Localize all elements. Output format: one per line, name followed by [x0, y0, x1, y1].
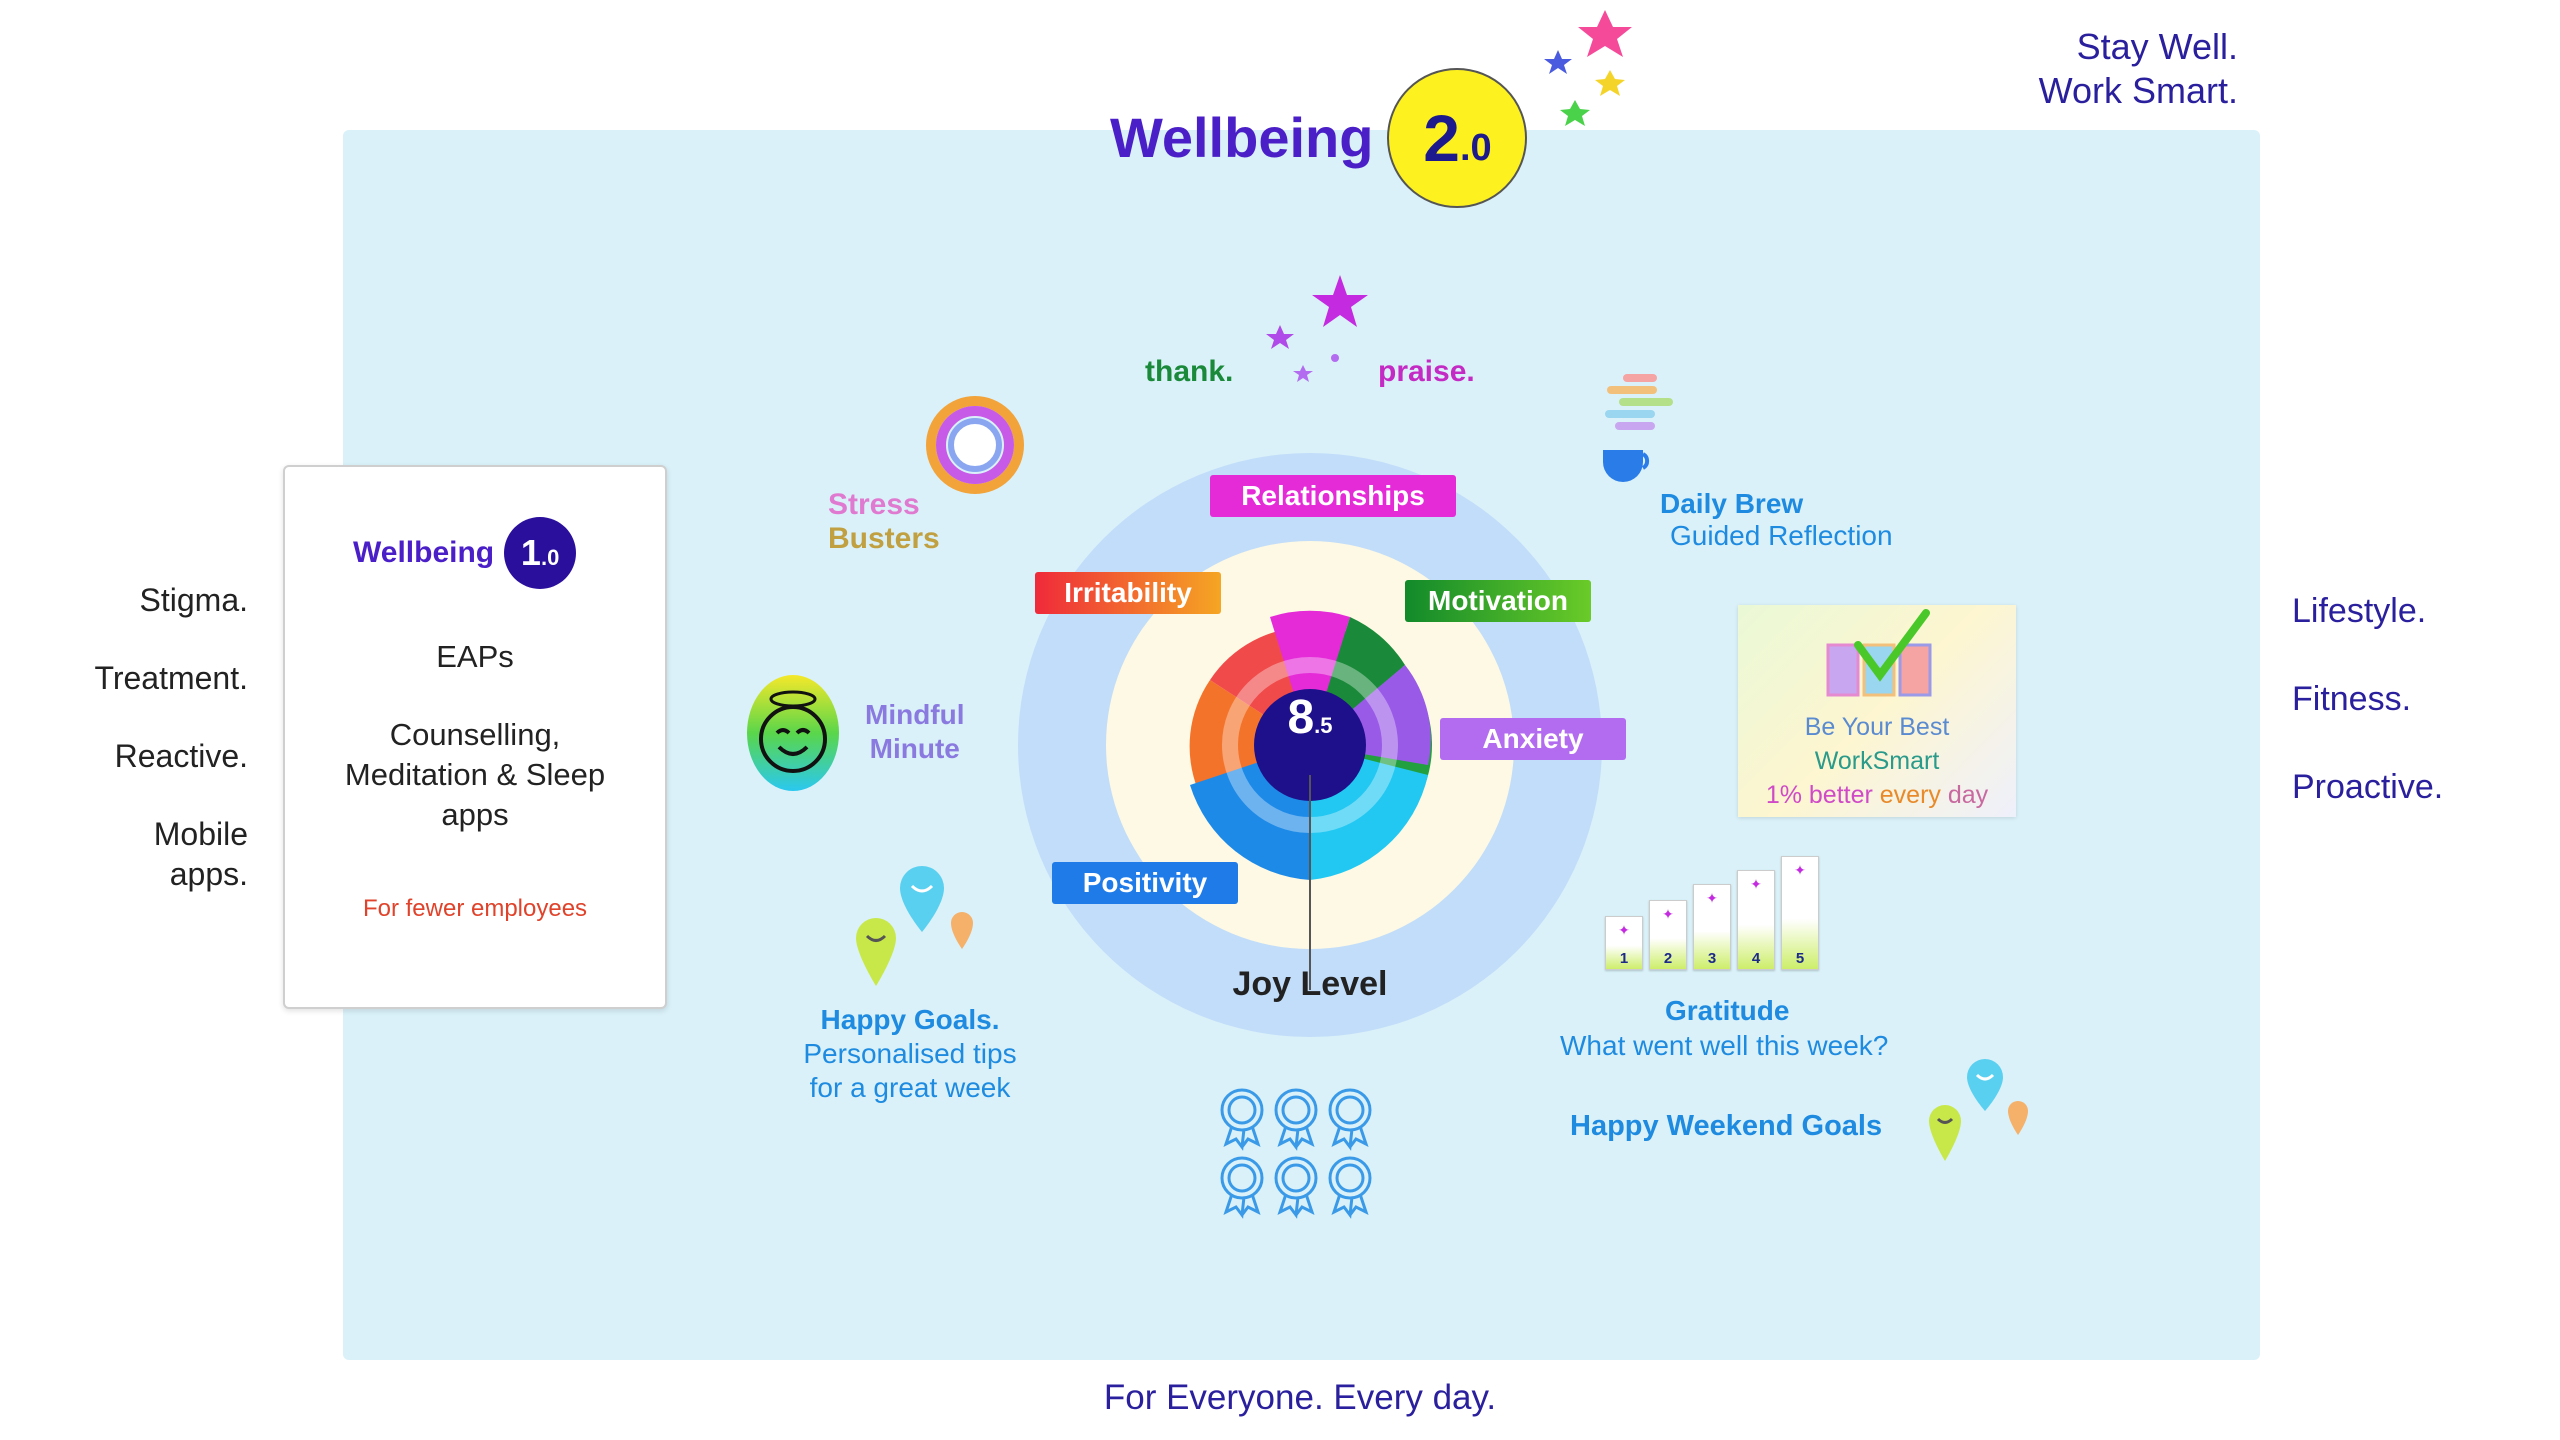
- version-badge: 2 .0: [1387, 67, 1528, 208]
- tagline: Stay Well. Work Smart.: [2039, 25, 2238, 113]
- check-blocks-icon: [1826, 609, 1932, 697]
- left-label-apps: apps.: [169, 856, 248, 892]
- card-version-major: 1: [520, 532, 541, 573]
- best-line-3b: every: [1879, 781, 1941, 809]
- best-line-2: WorkSmart: [1814, 747, 1940, 775]
- version-minor: .0: [1459, 127, 1492, 169]
- gratitude-subtitle: What went well this week?: [1560, 1030, 1889, 1061]
- best-line-1: Be Your Best: [1804, 713, 1950, 741]
- daily-brew-subtitle: Guided Reflection: [1670, 520, 1893, 551]
- weekend-pins-icon: [1929, 1059, 2028, 1161]
- card-line-apps: apps: [441, 797, 509, 832]
- sparkle-icon: ✦: [1618, 923, 1630, 939]
- page-title: Wellbeing: [1110, 106, 1374, 169]
- be-your-best-card[interactable]: Be Your Best WorkSmart 1% better every d…: [1738, 605, 2016, 817]
- card-title: Wellbeing: [353, 536, 495, 569]
- stress-line-2: Busters: [828, 522, 940, 555]
- best-line-3: 1% better every day: [1738, 778, 2016, 812]
- happy-goals-title: Happy Goals.: [820, 1004, 1000, 1035]
- star-sparkle-icon: [1266, 275, 1368, 382]
- card-note: For fewer employees: [362, 895, 588, 922]
- coffee-cup-icon: [1603, 374, 1673, 482]
- page-title-row: Wellbeing 2 .0: [1110, 65, 1528, 210]
- award-ribbons-icon: [1220, 1088, 1372, 1219]
- smiling-angel-icon: [747, 675, 839, 791]
- left-label-treatment: Treatment.: [94, 660, 248, 696]
- right-label-proactive: Proactive.: [2292, 768, 2444, 806]
- gratitude-bars: ✦1✦2✦3✦4✦5: [1605, 856, 1825, 970]
- joy-score-major: 8: [1287, 691, 1315, 744]
- daily-brew-title: Daily Brew: [1660, 488, 1804, 519]
- praise-label: praise.: [1378, 355, 1475, 388]
- left-label-mobile: Mobile: [153, 816, 248, 852]
- card-version-minor: .0: [540, 545, 560, 570]
- joy-score: 8.5: [1250, 690, 1370, 745]
- card-line-counselling: Counselling,: [389, 717, 561, 752]
- thank-label: thank.: [1145, 355, 1234, 388]
- tag-motivation[interactable]: Motivation: [1405, 580, 1591, 622]
- best-line-3c: day: [1947, 781, 1989, 809]
- sparkle-icon: ✦: [1662, 907, 1674, 923]
- version-major: 2: [1423, 100, 1460, 175]
- tag-irritability[interactable]: Irritability: [1035, 572, 1221, 614]
- gratitude-bar-2: ✦2: [1649, 900, 1687, 970]
- gratitude-bar-number: 5: [1795, 950, 1805, 967]
- happy-weekend-goals-label: Happy Weekend Goals: [1570, 1110, 1883, 1142]
- gratitude-bar-4: ✦4: [1737, 870, 1775, 970]
- left-label-stigma: Stigma.: [139, 582, 248, 618]
- gratitude-title: Gratitude: [1665, 995, 1790, 1026]
- gratitude-bar-number: 1: [1619, 950, 1629, 967]
- sparkle-icon: ✦: [1750, 877, 1762, 893]
- best-line-3a: 1% better: [1765, 781, 1873, 809]
- right-label-lifestyle: Lifestyle.: [2292, 592, 2427, 630]
- gratitude-bar-3: ✦3: [1693, 884, 1731, 970]
- happy-goals-label: Happy Goals. Personalised tips for a gre…: [790, 1003, 1030, 1105]
- gratitude-bar-number: 3: [1707, 950, 1717, 967]
- footer-tagline: For Everyone. Every day.: [1103, 1378, 1497, 1417]
- tagline-line-1: Stay Well.: [2076, 26, 2238, 67]
- wellbeing-1-card: Wellbeing 1 .0 EAPs Counselling, Meditat…: [283, 465, 667, 1009]
- right-label-fitness: Fitness.: [2292, 680, 2412, 718]
- goal-pins-icon: [856, 866, 973, 986]
- mindful-line-2: Minute: [869, 733, 960, 764]
- wheel-rainbow: [1189, 610, 1433, 880]
- card-version-badge: 1 .0: [504, 517, 577, 589]
- be-your-best-text: Be Your Best WorkSmart 1% better every d…: [1738, 710, 2016, 812]
- tagline-line-2: Work Smart.: [2038, 70, 2238, 111]
- card-title-row: Wellbeing 1 .0: [353, 517, 577, 589]
- card-line-eaps: EAPs: [436, 639, 514, 674]
- stress-busters-label: Stress Busters: [828, 488, 940, 556]
- tag-relationships[interactable]: Relationships: [1210, 475, 1456, 517]
- gratitude-bar-number: 4: [1751, 950, 1761, 967]
- gratitude-bar-1: ✦1: [1605, 916, 1643, 970]
- stress-line-1: Stress: [828, 488, 920, 521]
- left-label-reactive: Reactive.: [114, 738, 248, 774]
- happy-goals-line-2: for a great week: [809, 1072, 1011, 1103]
- stress-ring-icon: [926, 396, 1024, 494]
- tag-positivity[interactable]: Positivity: [1052, 862, 1238, 904]
- stars-cluster-icon: [1544, 10, 1632, 126]
- gratitude-bar-number: 2: [1663, 950, 1673, 967]
- card-line-meditation: Meditation & Sleep: [344, 757, 606, 792]
- joy-level-label: Joy Level: [1232, 965, 1388, 1003]
- gratitude-bar-5: ✦5: [1781, 856, 1819, 970]
- tag-anxiety[interactable]: Anxiety: [1440, 718, 1626, 760]
- joy-score-minor: .5: [1314, 713, 1333, 738]
- happy-goals-line-1: Personalised tips: [803, 1038, 1017, 1069]
- mindful-line-1: Mindful: [865, 699, 965, 730]
- sparkle-icon: ✦: [1706, 891, 1718, 907]
- sparkle-icon: ✦: [1794, 863, 1806, 879]
- mindful-minute-label: Mindful Minute: [865, 698, 965, 766]
